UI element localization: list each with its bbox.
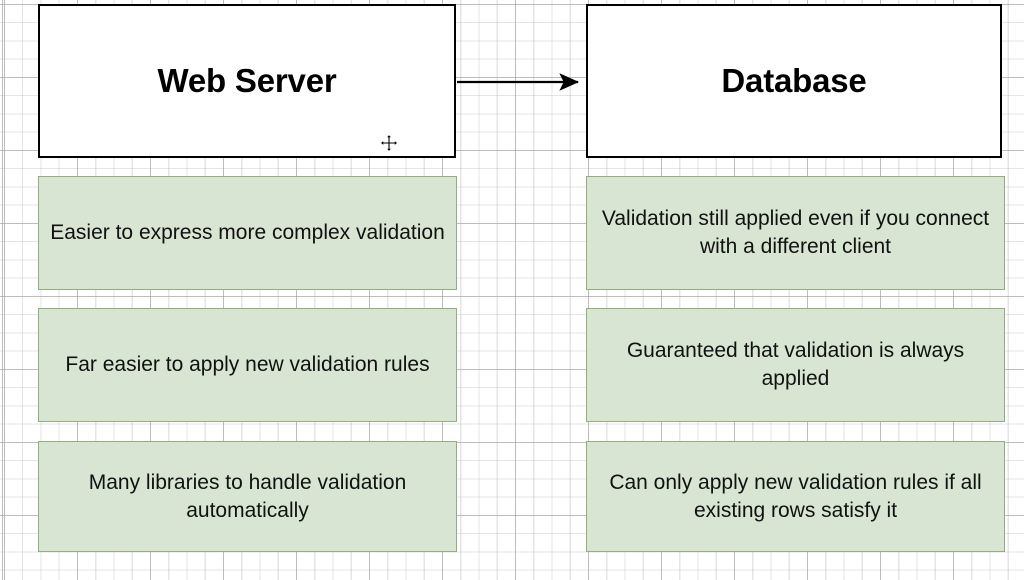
note-web-server-2-label: Far easier to apply new validation rules — [65, 353, 430, 377]
node-web-server-label: Web Server — [157, 61, 337, 99]
note-database-3[interactable]: Can only apply new validation rules if a… — [586, 441, 1005, 552]
note-web-server-3[interactable]: Many libraries to handle validation auto… — [38, 441, 457, 552]
note-database-1[interactable]: Validation still applied even if you con… — [586, 176, 1005, 290]
note-database-3-label: Can only apply new validation rules if a… — [609, 470, 982, 522]
note-web-server-1-label: Easier to express more complex validatio… — [50, 221, 445, 245]
note-database-2[interactable]: Guaranteed that validation is always app… — [586, 308, 1005, 422]
node-database[interactable]: Database — [586, 4, 1002, 158]
note-database-2-label: Guaranteed that validation is always app… — [626, 339, 965, 390]
note-database-1-label: Validation still applied even if you con… — [601, 207, 990, 258]
note-web-server-1[interactable]: Easier to express more complex validatio… — [38, 176, 457, 290]
note-web-server-3-label: Many libraries to handle validation auto… — [88, 470, 407, 522]
node-web-server[interactable]: Web Server — [38, 4, 456, 158]
note-web-server-2[interactable]: Far easier to apply new validation rules — [38, 308, 457, 422]
move-cursor-icon — [380, 134, 398, 152]
node-database-label: Database — [721, 61, 867, 99]
